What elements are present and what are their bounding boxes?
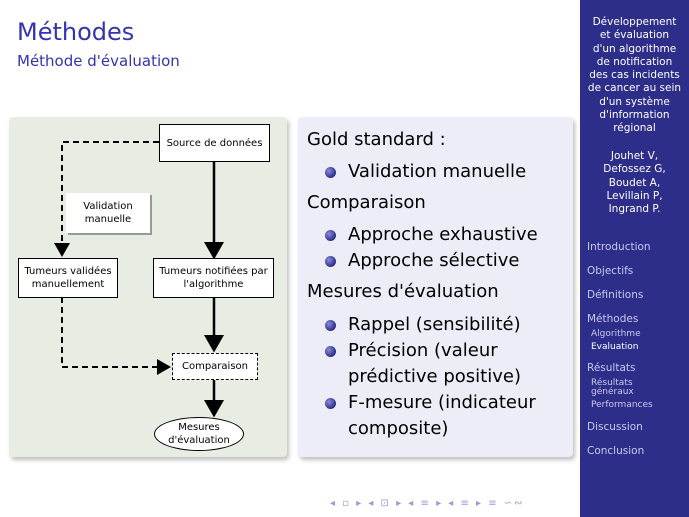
tumeurs-notifiees-label-2: l'algorithme bbox=[183, 279, 244, 290]
title-line: régional bbox=[613, 122, 656, 135]
item-approche-exhaustive: Approche exhaustive bbox=[348, 224, 538, 245]
tumeurs-validees-label-2: manuellement bbox=[31, 279, 105, 290]
bullet-icon bbox=[325, 346, 336, 357]
heading-gold-standard: Gold standard : bbox=[307, 129, 446, 150]
nav-performances[interactable]: Performances bbox=[591, 400, 653, 410]
bullet-icon bbox=[325, 320, 336, 331]
content-panel: Gold standard : Validation manuelle Comp… bbox=[298, 117, 573, 457]
slide-subtitle: Méthode d'évaluation bbox=[17, 52, 180, 70]
item-fmesure-2: composite) bbox=[348, 418, 449, 439]
heading-mesures: Mesures d'évaluation bbox=[307, 281, 499, 302]
nav-evaluation[interactable]: Evaluation bbox=[591, 342, 639, 352]
bullet-icon bbox=[325, 398, 336, 409]
tumeurs-notifiees-label-1: Tumeurs notifiées par bbox=[159, 266, 268, 277]
item-validation-manuelle: Validation manuelle bbox=[348, 161, 527, 182]
sidebar-presentation-title: Développement et évaluation d'un algorit… bbox=[580, 16, 689, 136]
nav-objectifs[interactable]: Objectifs bbox=[587, 265, 634, 277]
title-line: des cas incidents bbox=[589, 69, 680, 82]
item-approche-selective: Approche sélective bbox=[348, 250, 520, 271]
author: Defossez G, bbox=[603, 163, 666, 176]
title-line: et évaluation bbox=[599, 29, 670, 42]
slide-title: Méthodes bbox=[17, 18, 135, 46]
title-line: d'information bbox=[599, 109, 670, 122]
bullet-icon bbox=[325, 256, 336, 267]
tumeurs-validees-box: Tumeurs validées manuellement bbox=[18, 258, 118, 298]
comparaison-label: Comparaison bbox=[181, 361, 248, 372]
nav-algorithme[interactable]: Algorithme bbox=[591, 329, 641, 339]
item-precision-1: Précision (valeur bbox=[348, 340, 498, 361]
tumeurs-validees-label-1: Tumeurs validées bbox=[24, 266, 112, 277]
tumeurs-notifiees-box: Tumeurs notifiées par l'algorithme bbox=[153, 258, 274, 298]
diagram-arrows bbox=[54, 141, 224, 418]
nav-introduction[interactable]: Introduction bbox=[587, 241, 651, 253]
nav-resultats-generaux-2[interactable]: généraux bbox=[591, 387, 634, 397]
nav-resultats-generaux[interactable]: Résultats bbox=[591, 378, 633, 388]
sidebar-authors: Jouhet V, Defossez G, Boudet A, Levillai… bbox=[580, 150, 689, 216]
nav-conclusion[interactable]: Conclusion bbox=[587, 445, 645, 457]
mesures-ellipse: Mesures d'évaluation bbox=[154, 417, 244, 451]
title-line: d'un algorithme bbox=[592, 42, 677, 55]
validation-label-1: Validation bbox=[83, 201, 133, 212]
author: Boudet A, bbox=[608, 176, 661, 189]
source-label: Source de données bbox=[166, 137, 263, 149]
bullet-icon bbox=[325, 167, 336, 178]
validation-label-2: manuelle bbox=[84, 214, 132, 225]
heading-comparaison: Comparaison bbox=[307, 192, 426, 213]
sidebar: Développement et évaluation d'un algorit… bbox=[580, 0, 689, 517]
mesures-label-2: d'évaluation bbox=[168, 435, 230, 446]
item-precision-2: prédictive positive) bbox=[348, 366, 521, 387]
source-box: Source de données bbox=[159, 124, 270, 162]
diagram-panel: Source de données Validation manuelle Tu… bbox=[9, 117, 287, 457]
nav-resultats[interactable]: Résultats bbox=[587, 362, 636, 374]
mesures-label-1: Mesures bbox=[178, 422, 220, 433]
title-line: de cancer au sein bbox=[587, 82, 682, 95]
title-line: Développement bbox=[592, 16, 677, 28]
item-fmesure-1: F-mesure (indicateur bbox=[348, 392, 536, 413]
author: Jouhet V, bbox=[610, 150, 659, 162]
author: Levillain P, bbox=[606, 189, 663, 202]
nav-discussion[interactable]: Discussion bbox=[587, 421, 643, 433]
title-line: de notification bbox=[596, 55, 673, 68]
nav-definitions[interactable]: Définitions bbox=[587, 289, 644, 301]
author: Ingrand P. bbox=[608, 203, 661, 216]
validation-box: Validation manuelle bbox=[66, 193, 150, 233]
beamer-navigation-symbols[interactable]: ◂ ▫ ▸ ◂ ⊡ ▸ ◂ ≡ ▸ ◂ ≡ ▸ ≡ ∽∾ bbox=[330, 498, 525, 509]
item-rappel: Rappel (sensibilité) bbox=[348, 314, 521, 335]
bullet-icon bbox=[325, 230, 336, 241]
title-line: d'un système bbox=[599, 95, 670, 108]
nav-methodes[interactable]: Méthodes bbox=[587, 313, 639, 325]
comparaison-box: Comparaison bbox=[172, 353, 258, 380]
